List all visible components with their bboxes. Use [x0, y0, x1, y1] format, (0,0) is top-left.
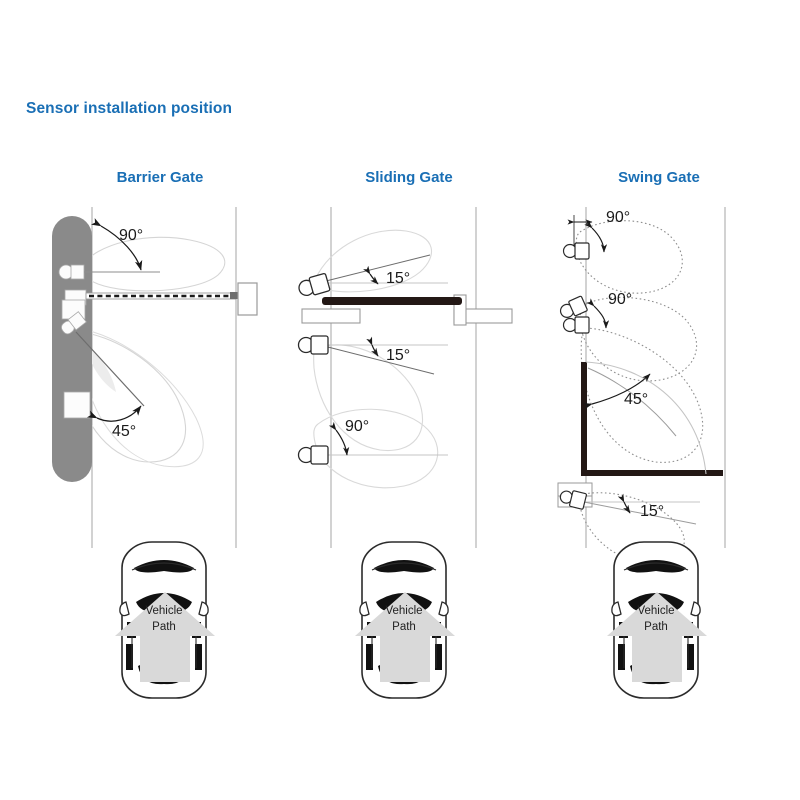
sensor-unit-bottom: [297, 445, 329, 465]
detection-zone-top: [575, 220, 683, 294]
barrier-end-post: [237, 282, 258, 316]
detection-zone-bottom-outer: [82, 329, 204, 468]
angle-label-15-swing: 15°: [640, 503, 664, 520]
angle-annotation-45: 45°: [86, 405, 142, 440]
angle-label-90-barrier: 90°: [119, 227, 143, 244]
vehicle-path-label-line2: Path: [392, 621, 416, 633]
angle-label-15-sliding-mid: 15°: [386, 347, 410, 364]
vehicle-path-label-line2: Path: [152, 621, 176, 633]
angle-label-15-sliding-top: 15°: [386, 270, 410, 287]
detection-zone-top: [79, 236, 226, 292]
angle-annotation-90: 90°: [91, 218, 143, 271]
vehicle-path-label-line1: Vehicle: [145, 605, 182, 617]
sensor-unit-3: [61, 311, 87, 335]
column-title-sliding-gate: Sliding Gate: [365, 169, 453, 186]
swing-gate-leaf-open: [581, 362, 587, 476]
angle-annotation-15-mid: 15°: [366, 336, 410, 364]
sliding-gate-rail: [301, 294, 513, 326]
sensor-unit-top: [562, 242, 590, 260]
vehicle-sliding-gate: Vehicle Path: [355, 541, 455, 699]
detection-zone-mid-upper: [579, 296, 698, 382]
angle-label-90-swing-top: 90°: [606, 209, 630, 226]
sensor-unit-4: [63, 391, 91, 419]
vehicle-swing-gate: Vehicle Path: [607, 541, 707, 699]
angle-annotation-90-bottom: 90°: [328, 418, 369, 456]
sliding-gate-panel: [322, 297, 462, 305]
angle-label-45-swing: 45°: [624, 391, 648, 408]
sensor-unit-mid-upper: [559, 295, 588, 318]
vehicle-path-label-line2: Path: [644, 621, 668, 633]
sensor-unit-mid: [297, 335, 329, 355]
angle-label-90-sliding: 90°: [345, 418, 369, 435]
sliding-gate-diagram: 15° 15°: [297, 207, 513, 548]
sensor-unit-mid-lower: [562, 316, 590, 334]
column-title-swing-gate: Swing Gate: [618, 169, 700, 186]
column-title-barrier-gate: Barrier Gate: [116, 169, 204, 186]
barrier-gate-diagram: 90° 45°: [52, 207, 258, 548]
page-title: Sensor installation position: [26, 100, 233, 117]
angle-label-45-barrier: 45°: [112, 423, 136, 440]
swing-gate-diagram: 90° 90°: [557, 207, 726, 564]
detection-zone-bottom: [313, 408, 439, 489]
swing-arc: [585, 361, 707, 475]
angle-annotation-15-bottom: 15°: [617, 493, 664, 520]
detection-zone-beam-fill: [78, 330, 116, 392]
vehicle-barrier-gate: Vehicle Path: [115, 541, 215, 699]
vehicle-path-label-line1: Vehicle: [637, 605, 674, 617]
sensor-beam-mid: [319, 344, 435, 375]
angle-annotation-90-top: 90°: [584, 209, 630, 253]
angle-annotation-15-top: 15°: [363, 265, 410, 287]
detection-zone-mid-lower: [580, 327, 704, 463]
vehicle-path-label-line1: Vehicle: [385, 605, 422, 617]
sensor-unit-1: [58, 264, 85, 280]
detection-zone-mid: [313, 344, 424, 452]
sensor-beam-bottom: [583, 501, 697, 525]
barrier-gate-pillar: [52, 216, 92, 482]
angle-annotation-90-mid: 90°: [586, 291, 632, 329]
sensor-unit-bottom: [559, 490, 588, 510]
angle-label-90-swing-mid: 90°: [608, 291, 632, 308]
angle-annotation-45: 45°: [583, 373, 651, 410]
swing-gate-leaf-closed: [581, 470, 723, 476]
barrier-arm: [85, 292, 244, 300]
sensor-unit-top: [298, 272, 331, 297]
sensor-beam-diagonal: [75, 331, 145, 407]
